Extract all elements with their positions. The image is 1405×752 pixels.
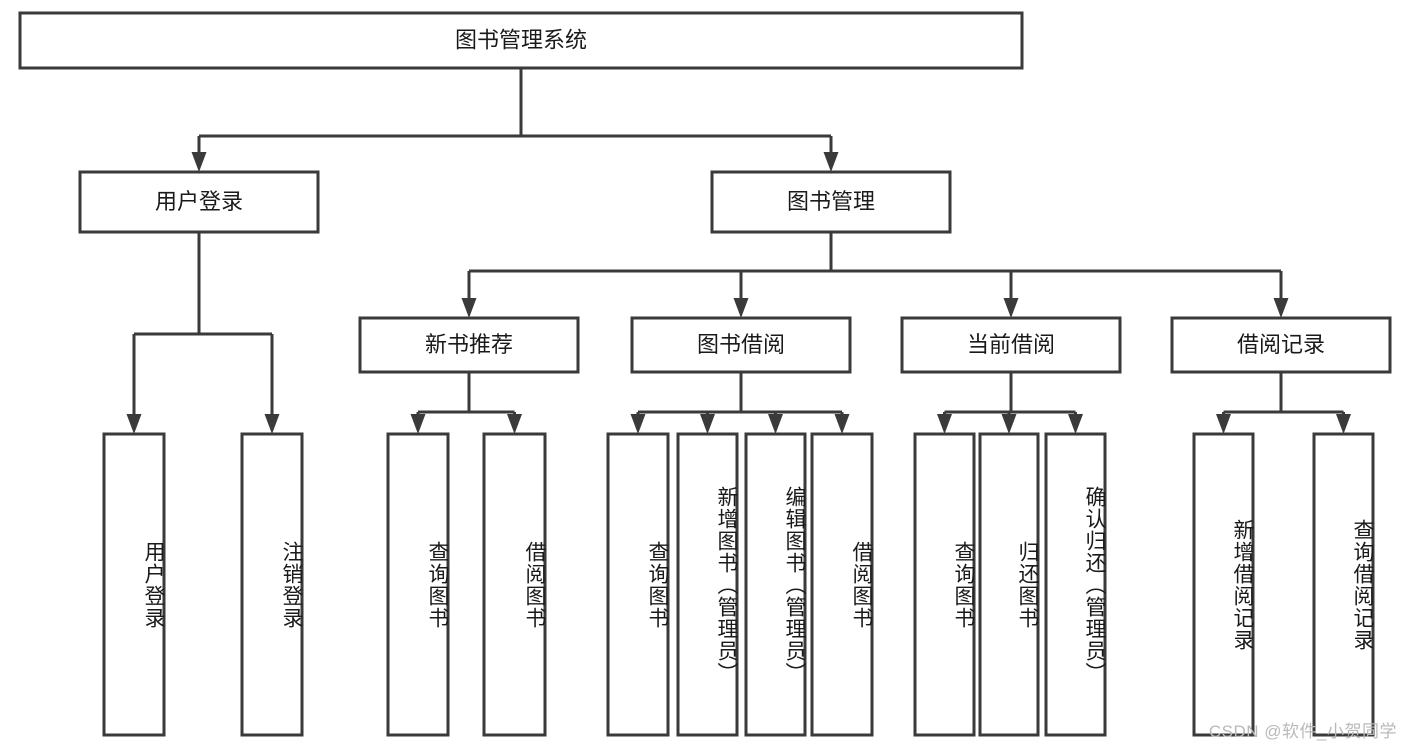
- node-leaf-query-book-2[interactable]: [606, 432, 670, 737]
- node-leaf-query-record[interactable]: [1312, 432, 1375, 737]
- node-label: 新书推荐: [425, 332, 513, 357]
- node-leaf-confirm-return[interactable]: [1044, 432, 1107, 737]
- node-label: 图书管理系统: [455, 27, 587, 52]
- arrow-head: [461, 298, 477, 318]
- node-book-borrow[interactable]: [630, 316, 852, 374]
- node-label: 图书借阅: [697, 332, 785, 357]
- node-leaf-return-book[interactable]: [978, 432, 1040, 737]
- arrow-head: [1001, 414, 1017, 434]
- arrow-head: [264, 414, 280, 434]
- boxes-layer: [18, 11, 1392, 737]
- node-book-management[interactable]: [710, 170, 952, 234]
- node-leaf-edit-book[interactable]: [744, 432, 807, 737]
- arrow-head: [410, 414, 426, 434]
- arrow-head: [630, 414, 646, 434]
- arrow-head: [834, 414, 850, 434]
- node-borrow-record[interactable]: [1170, 316, 1392, 374]
- node-label: 当前借阅: [967, 332, 1055, 357]
- node-leaf-borrow-book-1[interactable]: [482, 432, 547, 737]
- node-leaf-query-book-1[interactable]: [386, 432, 450, 737]
- node-leaf-query-book-3[interactable]: [913, 432, 976, 737]
- node-leaf-user-login[interactable]: [102, 432, 166, 737]
- node-root-root[interactable]: [18, 11, 1024, 70]
- arrow-head: [1216, 414, 1231, 434]
- arrow-head: [823, 152, 839, 172]
- node-leaf-add-book[interactable]: [676, 432, 739, 737]
- arrow-head: [700, 414, 715, 434]
- node-label: 借阅记录: [1237, 332, 1325, 357]
- node-user-login[interactable]: [78, 170, 320, 234]
- arrow-head: [1273, 298, 1289, 318]
- arrow-head: [1068, 414, 1083, 434]
- connectors-layer: [126, 68, 1351, 434]
- node-leaf-logout[interactable]: [240, 432, 304, 737]
- node-label: 图书管理: [787, 189, 875, 214]
- arrow-head: [937, 414, 952, 434]
- arrow-head: [1336, 414, 1351, 434]
- arrow-head: [507, 414, 522, 434]
- node-leaf-borrow-book-2[interactable]: [810, 432, 874, 737]
- arrow-head: [733, 298, 749, 318]
- watermark-text: CSDN @软件_小贺同学: [1208, 722, 1397, 741]
- arrow-head: [126, 414, 142, 434]
- node-leaf-add-record[interactable]: [1192, 432, 1255, 737]
- node-current-borrow[interactable]: [900, 316, 1122, 374]
- arrow-head: [1003, 298, 1019, 318]
- arrow-head: [191, 152, 207, 172]
- node-new-book-recommend[interactable]: [358, 316, 580, 374]
- node-label: 用户登录: [155, 189, 243, 214]
- arrow-head: [768, 414, 783, 434]
